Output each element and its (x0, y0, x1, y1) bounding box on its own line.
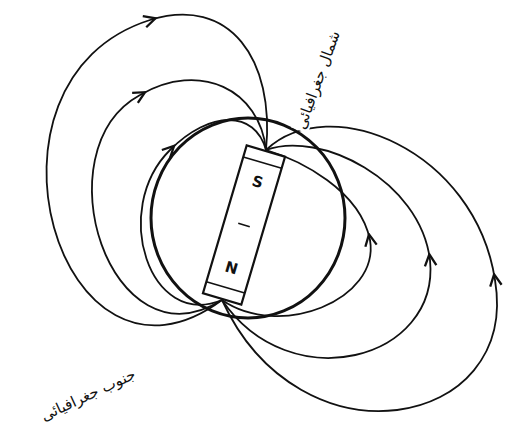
geographic-north-label: شمال جغرافیائی (291, 26, 345, 133)
earth-circle (151, 118, 345, 318)
geographic-south-label: جنوب جغرافیائی (36, 364, 140, 425)
bar-magnet (203, 145, 285, 304)
